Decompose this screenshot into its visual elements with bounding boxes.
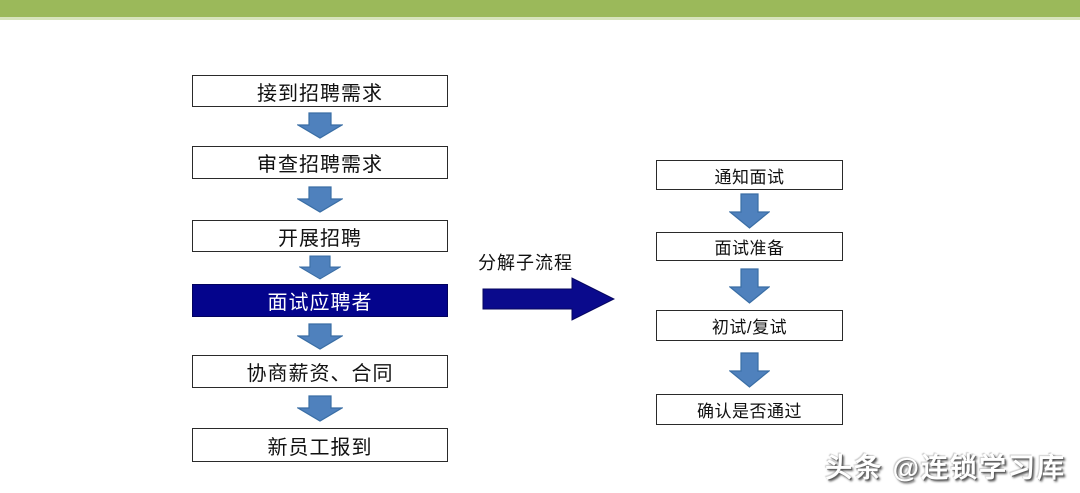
flow-step-receive-request: 接到招聘需求 [192, 75, 448, 107]
down-arrow-icon [729, 193, 770, 229]
top-green-bar-accent [0, 17, 1080, 20]
down-arrow-icon [299, 255, 341, 280]
subflow-step-first-second-interview: 初试/复试 [656, 310, 843, 341]
down-arrow-icon [297, 323, 343, 350]
down-arrow-icon [297, 112, 343, 139]
flow-step-review-request: 审查招聘需求 [192, 146, 448, 179]
down-arrow-icon [729, 268, 770, 304]
flow-step-interview-candidates: 面试应聘者 [192, 284, 448, 317]
subflow-step-confirm-pass: 确认是否通过 [656, 394, 843, 425]
watermark-text: 头条 @连锁学习库 [825, 453, 1066, 483]
right-arrow-icon [482, 277, 615, 321]
subflow-step-notify-interview: 通知面试 [656, 160, 843, 190]
connector-label: 分解子流程 [478, 253, 573, 273]
down-arrow-icon [297, 186, 343, 213]
flow-step-negotiate-salary-contract: 协商薪资、合同 [192, 355, 448, 388]
subflow-step-interview-preparation: 面试准备 [656, 232, 843, 261]
flow-step-new-employee-onboard: 新员工报到 [192, 428, 448, 462]
top-green-bar [0, 0, 1080, 17]
flow-step-conduct-recruiting: 开展招聘 [192, 220, 448, 252]
down-arrow-icon [297, 395, 343, 422]
down-arrow-icon [729, 352, 770, 388]
